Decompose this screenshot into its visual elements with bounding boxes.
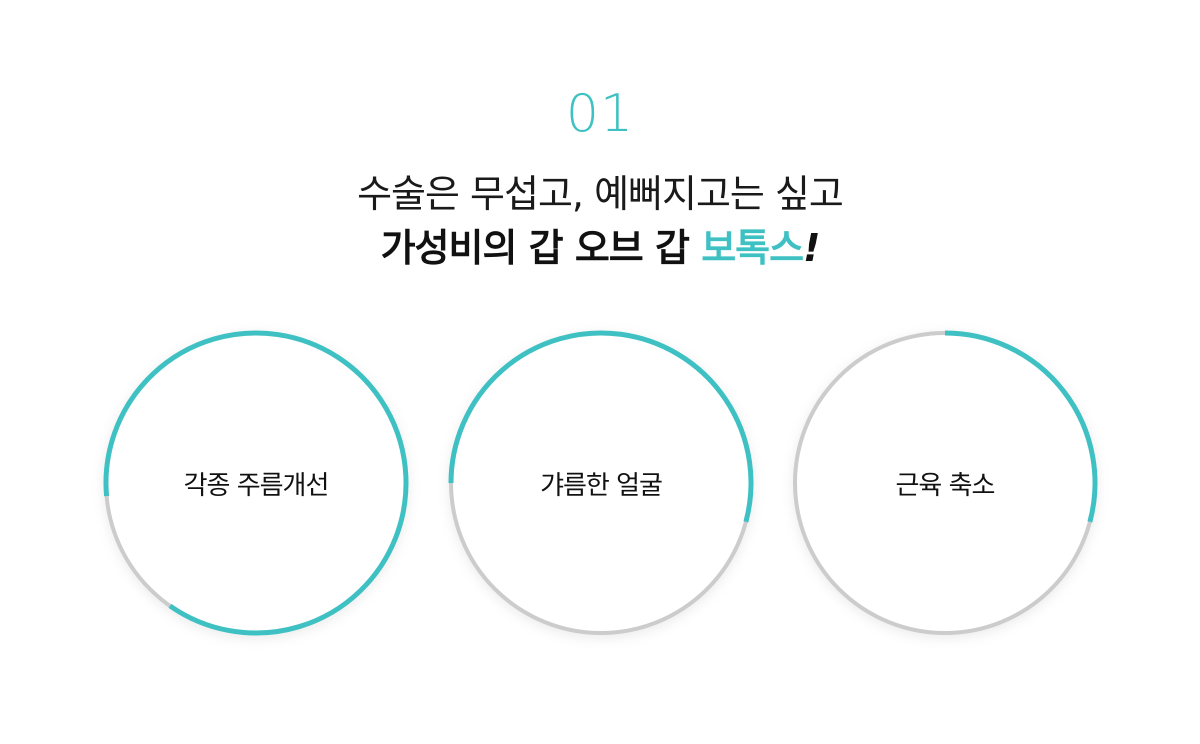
feature-label: 갸름한 얼굴 (540, 470, 663, 501)
progress-ring-icon (448, 330, 754, 635)
headline-line-2: 가성비의 갑 오브 갑 보톡스! (0, 222, 1200, 274)
feature-circle-muscle: 근육 축소 (790, 328, 1100, 638)
headline-accent-text: 보톡스 (701, 226, 804, 270)
feature-label: 각종 주름개선 (183, 470, 330, 501)
section-number: 01 (565, 84, 635, 144)
feature-circle-slim-face: 갸름한 얼굴 (446, 328, 756, 638)
ring-progress (448, 330, 754, 523)
ring-progress (103, 330, 409, 636)
feature-circle-wrinkle: 각종 주름개선 (101, 328, 411, 638)
progress-ring-icon (103, 330, 409, 636)
headline-main-text: 가성비의 갑 오브 갑 (380, 226, 702, 270)
ring-progress (944, 330, 1098, 523)
headline-exclamation: ! (803, 226, 820, 270)
progress-ring-icon (793, 330, 1098, 635)
feature-label: 근육 축소 (895, 470, 996, 501)
headline-line-1: 수술은 무섭고, 예뻐지고는 싶고 (357, 172, 844, 216)
